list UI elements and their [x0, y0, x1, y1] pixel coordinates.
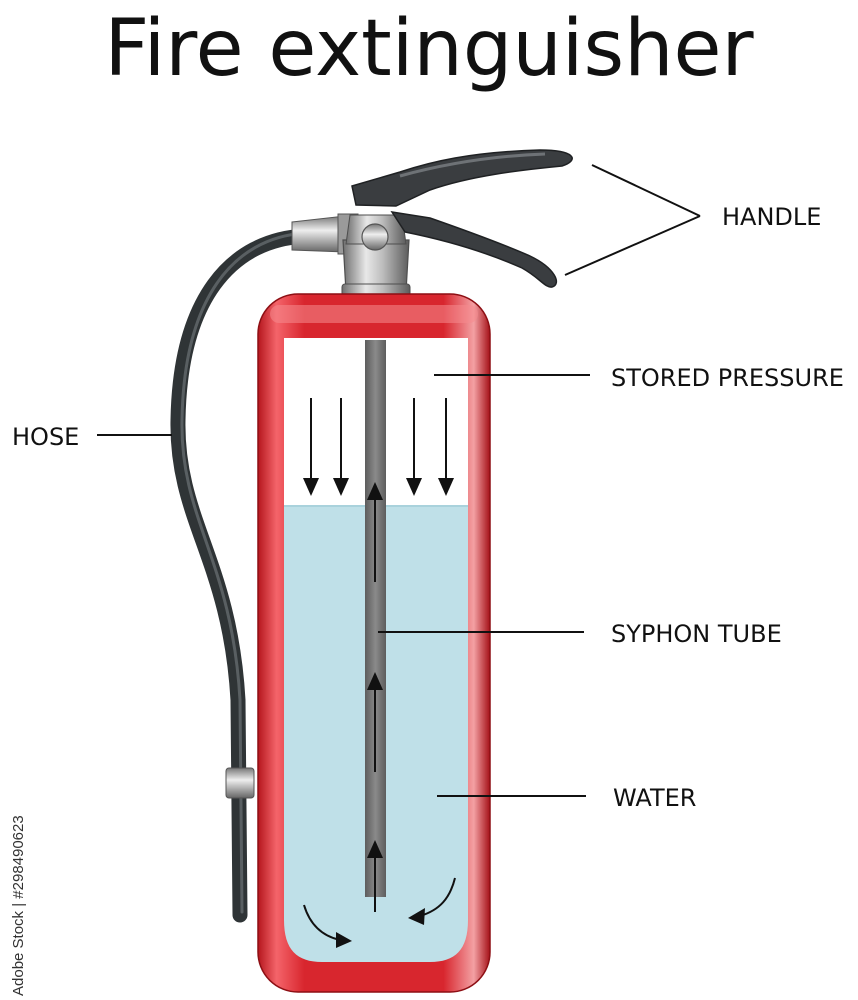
stock-credit: Adobe Stock | #298490623	[6, 760, 36, 1000]
label-water: WATER	[613, 784, 697, 812]
label-hose: HOSE	[12, 423, 80, 451]
label-syphon-tube: SYPHON TUBE	[611, 620, 782, 648]
handle-leader-upper	[591, 164, 701, 217]
label-handle: HANDLE	[722, 203, 822, 231]
label-stored-pressure: STORED PRESSURE	[611, 364, 844, 392]
stock-credit-text: Adobe Stock | #298490623	[10, 815, 27, 996]
handle-upper-lever	[351, 149, 573, 207]
hose-clamp	[225, 767, 255, 799]
handle-leader-lower	[564, 215, 701, 276]
diagram-title: Fire extinguisher	[104, 4, 754, 94]
syphon-tube	[365, 340, 386, 897]
pressure-arrows	[303, 398, 454, 496]
handle-lower-lever	[390, 210, 558, 288]
water-circulation-arrows	[303, 877, 456, 941]
flow-arrows	[367, 482, 383, 912]
